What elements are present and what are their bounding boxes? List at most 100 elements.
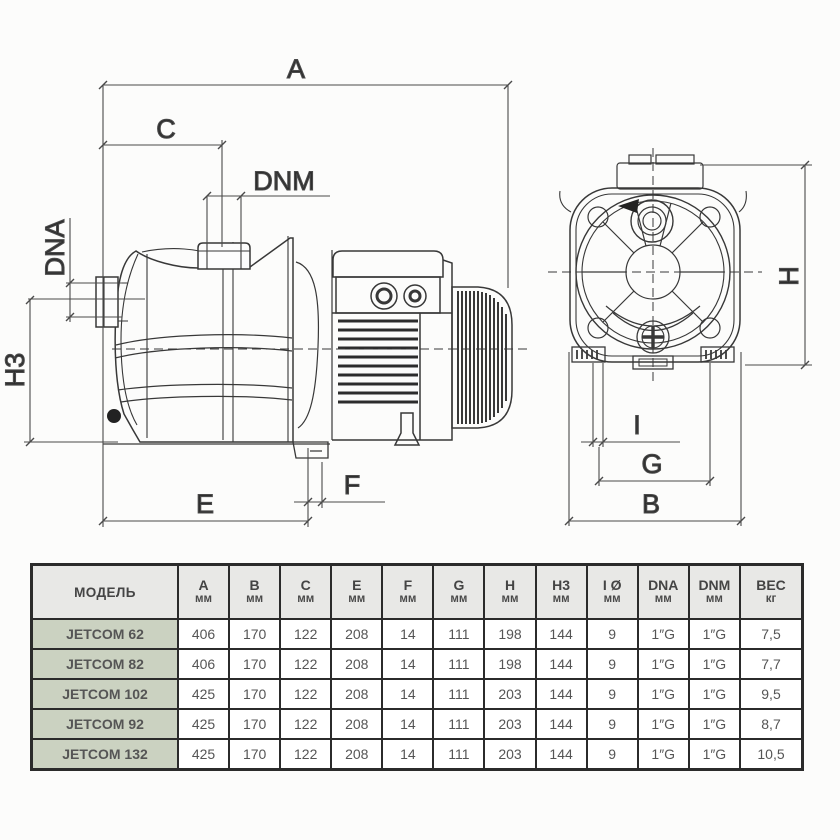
spec-value-cell: 1″G [687,738,742,771]
dim-label-g: G [641,449,662,479]
spec-value-cell: 122 [279,708,333,740]
model-cell: JETCOM 132 [30,738,179,771]
spec-value-cell: 8,7 [739,708,804,740]
spec-value-cell: 1″G [687,618,742,650]
pump-foot [103,441,330,459]
spec-value-cell: 9 [585,708,639,740]
pump-dimension-drawing: A C DNM DNA H3 E F [0,53,812,527]
spec-value-cell: 122 [279,678,333,710]
dimension-annotations-front: H I G B [564,160,812,526]
spec-value-cell: 208 [330,738,384,771]
spec-value-cell: 14 [381,678,435,710]
pump-body-contours [120,236,289,442]
motor-body [332,259,453,446]
spec-value-cell: 111 [432,738,486,771]
spec-value-cell: 144 [534,618,588,650]
dimension-ticks-front [564,160,810,526]
front-feet [571,346,735,370]
column-label: I Ø [602,577,622,593]
spec-value-cell: 1″G [687,678,742,710]
spec-value-cell: 198 [483,618,537,650]
dimension-ticks-side [25,80,513,526]
front-port [618,199,674,243]
column-label: E [352,577,362,593]
dim-label-b: B [642,489,660,519]
column-unit: кг [765,593,777,605]
spec-value-cell: 425 [176,708,231,740]
column-unit: мм [297,593,315,605]
spec-value-cell: 406 [176,618,231,650]
spec-value-cell: 170 [228,708,282,740]
pump-front-view [548,148,762,382]
model-cell: JETCOM 82 [30,648,179,680]
spec-value-cell: 14 [381,618,435,650]
spec-value-cell: 203 [483,678,537,710]
fan-cover [451,286,513,429]
spec-value-cell: 208 [330,648,384,680]
dim-label-dna: DNA [40,219,70,276]
spec-value-cell: 170 [228,618,282,650]
pump-drain-plug-side [107,409,121,423]
spec-value-cell: 1″G [636,618,690,650]
dim-label-dnm: DNM [253,166,315,196]
spec-value-cell: 14 [381,648,435,680]
spec-value-cell: 203 [483,738,537,771]
spec-value-cell: 122 [279,648,333,680]
column-label: A [198,577,209,593]
cable-gland-icon [403,284,427,308]
discharge-port [197,242,251,270]
column-label: ВЕС [756,577,786,593]
spec-value-cell: 14 [381,708,435,740]
model-cell: JETCOM 62 [30,618,179,650]
column-unit: мм [195,593,213,605]
cable-gland-icon [370,282,398,310]
spec-value-cell: 406 [176,648,231,680]
spec-value-cell: 425 [176,738,231,771]
dim-label-i: I [633,410,641,440]
front-top-tab [616,154,704,190]
column-label: G [453,577,465,593]
spec-value-cell: 111 [432,648,486,680]
suction-port [95,276,128,328]
spec-value-cell: 7,5 [739,618,804,650]
spec-value-cell: 111 [432,678,486,710]
spec-value-cell: 170 [228,738,282,771]
spec-value-cell: 208 [330,618,384,650]
column-unit: мм [705,593,723,605]
spec-value-cell: 1″G [687,708,742,740]
spec-value-cell: 144 [534,738,588,771]
spec-value-cell: 170 [228,678,282,710]
column-label: B [249,577,260,593]
spec-value-cell: 9 [585,678,639,710]
spec-value-cell: 9,5 [739,678,804,710]
column-unit: мм [450,593,468,605]
spec-value-cell: 1″G [636,708,690,740]
dim-label-h3: H3 [0,353,30,388]
spec-value-cell: 9 [585,648,639,680]
column-unit: мм [348,593,366,605]
dim-label-c: C [156,114,176,144]
dim-label-a: A [287,54,305,84]
front-body [569,187,741,363]
dim-label-e: E [196,489,214,519]
spec-value-cell: 208 [330,708,384,740]
spec-value-cell: 1″G [687,648,742,680]
spec-value-cell: 111 [432,708,486,740]
column-label: C [300,577,311,593]
terminal-box [332,250,444,314]
spec-value-cell: 203 [483,708,537,740]
model-column-header: МОДЕЛЬ [30,563,179,620]
pump-side-view [95,236,528,459]
column-unit: мм [654,593,672,605]
